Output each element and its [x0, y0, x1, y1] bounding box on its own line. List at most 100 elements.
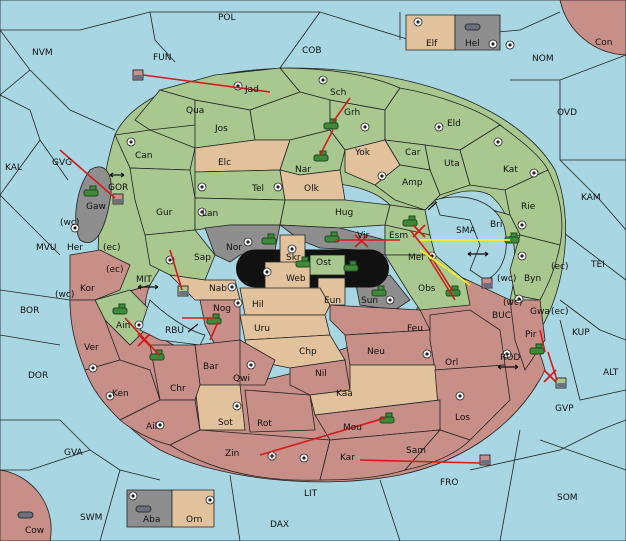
fleet-unit-aba [135, 505, 152, 513]
label-nil: Nil [315, 369, 327, 379]
label-ain: Ain [116, 321, 130, 331]
orders [59, 74, 558, 464]
army-unit-web [295, 256, 311, 268]
label-ail: Ail [146, 422, 157, 432]
label-kam: KAM [581, 193, 601, 203]
connectors [109, 172, 519, 370]
label-som: SOM [557, 493, 578, 503]
label-lan: Lan [202, 209, 218, 219]
label-tei: TEI [590, 260, 605, 270]
supply-centers [70, 17, 539, 505]
label-web: Web [286, 274, 306, 284]
label-fun: FUN [153, 53, 172, 63]
supply-center-kat [529, 168, 539, 178]
label-aba: Aba [143, 515, 160, 525]
label-mvu: MVU [36, 243, 57, 253]
supply-center-orn [205, 495, 215, 505]
label-eld: Eld [447, 119, 461, 129]
label-nab: Nab [209, 284, 227, 294]
label-tel: Tel [251, 184, 264, 194]
label-bar: Bar [203, 362, 219, 372]
army-unit-sun [371, 285, 387, 297]
label-kor: Kor [80, 284, 95, 294]
army-unit-kor [112, 303, 128, 315]
supply-center-elf [413, 17, 423, 27]
label-grh: Grh [344, 108, 360, 118]
label-ost: Ost [316, 258, 332, 268]
label-nom: NOM [532, 54, 554, 64]
label-hel: Hel [465, 39, 480, 49]
supply-center-sun [385, 295, 395, 305]
label-ec-her: (ec) [103, 243, 121, 253]
label-pol: POL [218, 13, 236, 23]
label-zin: Zin [225, 449, 239, 459]
supply-center-nom [505, 40, 515, 50]
label-obs: Obs [418, 284, 436, 294]
fleet-unit-fun [132, 69, 144, 81]
label-can: Can [135, 151, 153, 161]
supply-center-lan [197, 207, 207, 217]
label-kal: KAL [5, 163, 22, 173]
label-cob: COB [302, 46, 322, 56]
label-jad: Jad [244, 85, 259, 95]
label-ver: Ver [84, 343, 99, 353]
label-ec-gwa: (ec) [551, 307, 569, 317]
supply-center-sch [318, 75, 328, 85]
fleet-unit-gvp [555, 377, 567, 389]
label-swm: SWM [80, 513, 102, 523]
fleet-unit-cow [17, 511, 34, 519]
label-feu: Feu [407, 324, 423, 334]
supply-center-qwi [246, 360, 256, 370]
labels: POL FUN COB NVM NOM OVD Con Elf Hel KAL … [5, 13, 619, 536]
label-lit: LIT [304, 489, 318, 499]
label-wc-gwa: (wc) [503, 298, 522, 308]
label-wc-her: (wc) [60, 218, 79, 228]
label-byn: Byn [524, 274, 541, 284]
supply-center-can [126, 137, 136, 147]
supply-center-her [70, 223, 80, 233]
supply-center-grh [360, 122, 370, 132]
label-alt: ALT [603, 368, 619, 378]
label-sot: Sot [218, 418, 233, 428]
supply-center-yok [377, 171, 387, 181]
label-dax: DAX [270, 520, 289, 530]
label-gaw: Gaw [86, 202, 106, 212]
label-esm: Esm [389, 231, 408, 241]
label-vir: Vir [357, 231, 369, 241]
units [17, 23, 567, 519]
supply-center-web [262, 267, 272, 277]
label-skr: Skr [286, 253, 301, 263]
label-ken: Ken [112, 389, 129, 399]
label-rod: ROD [500, 353, 520, 363]
supply-center-nor [243, 237, 253, 247]
label-pir: Pir [525, 330, 537, 340]
supply-center-byn [517, 251, 527, 261]
label-kar: Kar [340, 453, 355, 463]
label-eun: Eun [324, 296, 341, 306]
supply-center-nab [227, 282, 237, 292]
label-orn: Orn [186, 515, 202, 525]
label-jos: Jos [214, 124, 228, 134]
label-qwi: Qwi [233, 374, 250, 384]
label-car: Car [405, 148, 421, 158]
label-orl: Orl [445, 358, 458, 368]
label-ec-kor: (ec) [106, 265, 124, 275]
label-gvg: GVG [52, 158, 72, 168]
label-nor: Nor [226, 243, 242, 253]
label-sam: Sam [406, 446, 426, 456]
label-chp: Chp [299, 347, 317, 357]
army-unit-nor [261, 233, 277, 245]
label-nog: Nog [213, 304, 231, 314]
label-ec-byn: (ec) [551, 262, 569, 272]
label-sma: SMA [456, 226, 476, 236]
fleet-unit-gor [112, 193, 124, 205]
supply-center-ain [134, 320, 144, 330]
supply-center-aba [128, 491, 138, 501]
army-unit-bri [504, 232, 520, 244]
label-gur: Gur [156, 208, 173, 218]
label-rbu: RBU [165, 326, 184, 336]
army-unit-pir [529, 343, 545, 355]
label-sun: Sun [361, 296, 378, 306]
label-nvm: NVM [32, 48, 53, 58]
label-chr: Chr [170, 384, 186, 394]
